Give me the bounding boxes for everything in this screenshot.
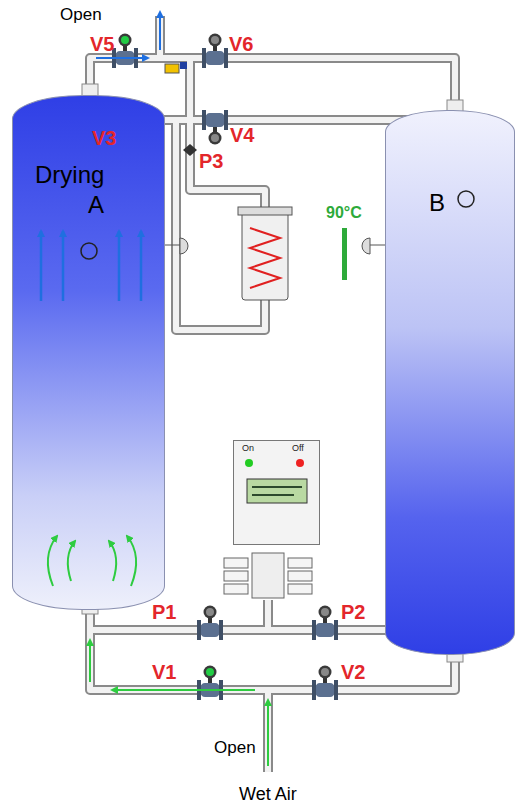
valve-v6 [202, 34, 228, 69]
tower-name: A [88, 191, 104, 219]
heater [250, 228, 280, 288]
purge-needle-valve [165, 64, 179, 73]
side-sensors [165, 238, 385, 254]
heater [242, 212, 288, 300]
valve-tag: P2 [341, 601, 365, 624]
side-sensors [362, 238, 370, 254]
tower-a-internals [41, 231, 141, 301]
solenoid-manifold [224, 553, 312, 598]
valve-v1 [197, 666, 223, 701]
flow-arrows [89, 640, 91, 682]
tower-a-internals [68, 541, 75, 581]
side-sensors [180, 238, 188, 254]
panel-face [234, 441, 321, 546]
tower-a-internals [62, 231, 65, 301]
valve-tag: V5 [90, 33, 114, 56]
valve-v4 [202, 110, 228, 145]
tower-a-internals [81, 243, 97, 259]
heater [238, 207, 292, 215]
tower-a-internals [118, 231, 121, 301]
valve-indicator [206, 608, 214, 616]
tower-a-internals [127, 536, 136, 586]
side-sensors [370, 245, 385, 246]
valve-tag: V4 [230, 124, 254, 147]
valve-tag: V6 [229, 33, 253, 56]
valve-v5 [112, 34, 138, 69]
side-sensors [165, 245, 180, 246]
temperature-reading: 90°C [326, 204, 362, 222]
valve-indicator [321, 668, 329, 676]
flow-arrows [159, 12, 161, 50]
valve-state: Open [60, 5, 102, 25]
panel-face [245, 459, 253, 467]
flow-arrows [267, 700, 269, 766]
solenoid-manifold [224, 558, 248, 568]
solenoid-manifold [288, 584, 312, 594]
desiccant-tower: B [385, 110, 515, 655]
valve-p1 [197, 606, 223, 641]
solenoid-manifold [288, 571, 312, 581]
valve-indicator [321, 608, 329, 616]
flow-arrows [112, 689, 255, 691]
tower-a-internals [109, 541, 116, 581]
solenoid-manifold [224, 571, 248, 581]
valve-tag: P1 [152, 601, 176, 624]
valve-state: Open [214, 738, 256, 758]
valve-indicator [121, 36, 129, 44]
solenoid-manifold [224, 584, 248, 594]
temperature-bar [342, 228, 347, 280]
valve-tag: P3 [199, 150, 223, 173]
heater [238, 207, 292, 300]
valve-p2 [312, 606, 338, 641]
purge-needle-valve [165, 62, 197, 156]
tower-a-internals [140, 231, 143, 301]
flow-arrows [96, 57, 148, 59]
purge-needle-valve [183, 144, 197, 156]
solenoid-manifold [252, 553, 284, 598]
tower-a-internals [40, 231, 43, 301]
tower-a-internals [48, 536, 57, 586]
tower-name: B [429, 189, 445, 217]
panel-face [247, 479, 307, 503]
inlet-label: Wet Air [239, 784, 297, 805]
purge-needle-valve [180, 62, 187, 69]
valve-v2 [312, 666, 338, 701]
panel-face [296, 459, 304, 467]
lamp-label: On [242, 443, 254, 453]
control-panel: On Off [233, 440, 320, 545]
valve-tag: V1 [152, 661, 176, 684]
valve-indicator [211, 36, 219, 44]
panel-face [252, 487, 302, 495]
tower-a-internals [48, 536, 136, 586]
valve-indicator [206, 668, 214, 676]
tower-state: Drying [35, 161, 104, 189]
tower-b-gauge [386, 111, 516, 656]
solenoid-manifold [288, 558, 312, 568]
lamp-label: Off [292, 443, 304, 453]
desiccant-tower: DryingA [12, 95, 165, 610]
valve-tag: V2 [341, 661, 365, 684]
tower-b-gauge [458, 191, 474, 207]
valve-indicator [211, 134, 219, 142]
valve-tag: V3 [92, 127, 116, 150]
